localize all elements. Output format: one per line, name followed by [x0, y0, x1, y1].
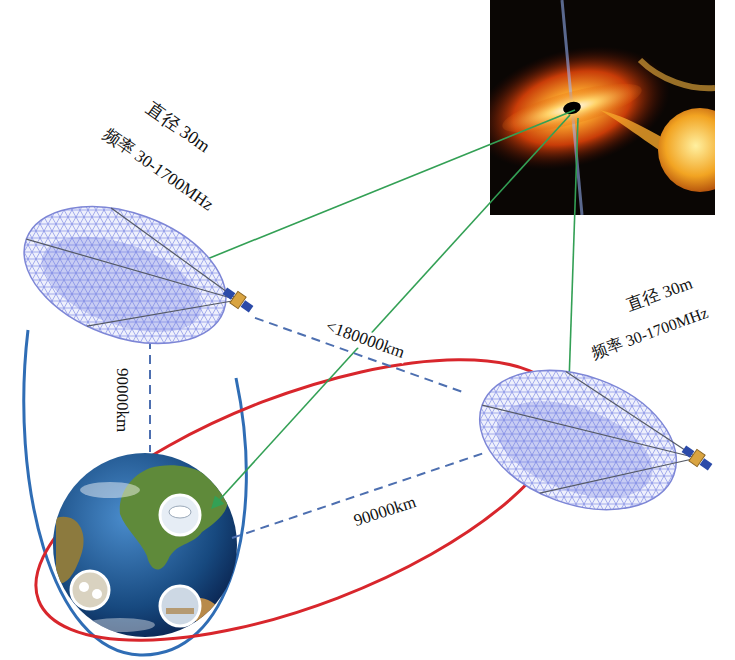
- inset-dish: [169, 506, 191, 518]
- distance-line: [232, 452, 487, 538]
- dish-mesh: [466, 328, 690, 552]
- glow: [490, 26, 684, 190]
- satellite-dish-node: 直径 30m频率 30-1700MHz: [15, 200, 255, 350]
- earth: [53, 453, 237, 637]
- cloud: [85, 618, 155, 632]
- feed-strut: [566, 372, 697, 458]
- companion-star: [658, 108, 715, 192]
- signal-arrow: [568, 118, 578, 412]
- distance-label: <180000km: [321, 317, 410, 364]
- orbit-red: [1, 302, 599, 660]
- dish-antenna: [465, 360, 715, 515]
- black-hole-image: [490, 0, 715, 215]
- orbit-blue: [24, 330, 247, 655]
- inset-photo: [160, 586, 200, 626]
- feed-strut: [87, 300, 238, 326]
- jet: [562, 0, 582, 215]
- dish-rim: [460, 345, 695, 535]
- feed-strut: [482, 405, 697, 458]
- distance-line: [149, 340, 151, 452]
- inset-photo: [71, 571, 109, 609]
- satellite-dish-node: 直径 30m频率 30-1700MHz: [465, 360, 715, 515]
- cloud: [80, 482, 140, 498]
- inset-photo: [160, 495, 200, 535]
- inset-dish: [79, 582, 89, 592]
- signal-arrow: [185, 110, 575, 268]
- land: [120, 465, 228, 569]
- dish-diameter: 直径 30m: [143, 99, 214, 157]
- earth-globe: [53, 453, 237, 637]
- satellite-body: [221, 285, 255, 315]
- dish-diameter: 直径 30m: [625, 275, 696, 316]
- inset-dish: [92, 589, 102, 599]
- distance-label: 90000km: [352, 493, 419, 531]
- feed-strut: [540, 458, 697, 493]
- distance-label: 90000km: [113, 368, 132, 432]
- feed-strut: [26, 239, 238, 300]
- feed-strut: [111, 208, 238, 300]
- frequency-range: 频率 30-1700MHz: [590, 304, 711, 362]
- flare: [640, 60, 715, 88]
- inset-array: [166, 608, 194, 614]
- satellite-body: [680, 443, 714, 473]
- dish-antenna: [15, 200, 255, 350]
